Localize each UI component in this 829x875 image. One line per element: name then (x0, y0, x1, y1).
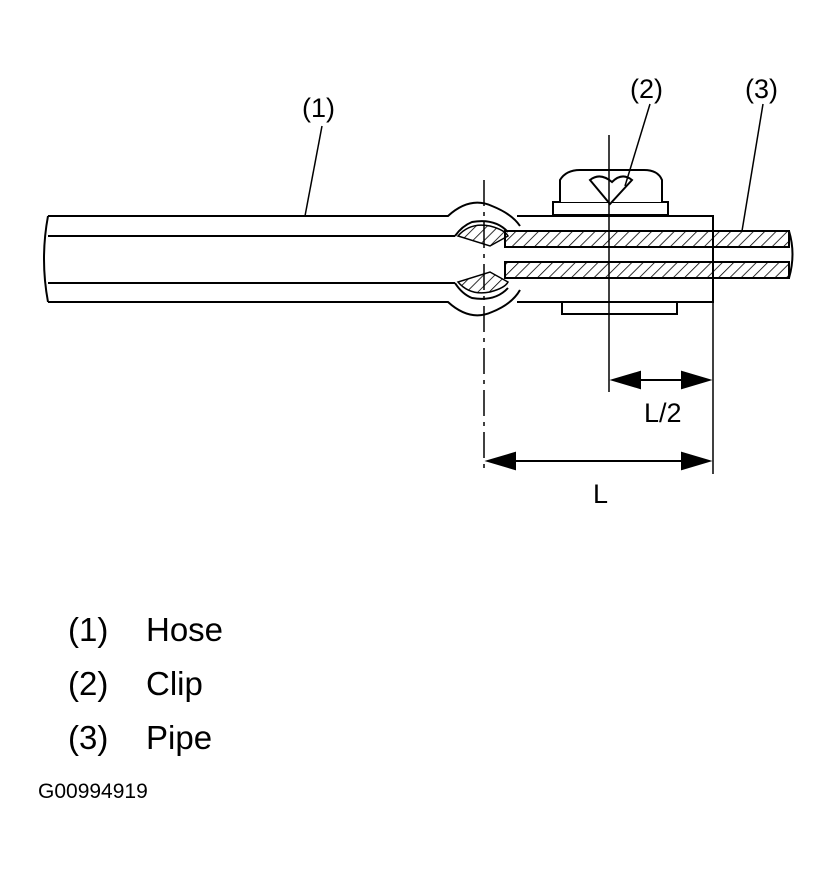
callout-pipe: (3) (745, 74, 778, 104)
hose (43, 201, 521, 317)
pipe (504, 230, 794, 279)
hose-leader-line (304, 125, 323, 217)
legend-label: Clip (146, 665, 203, 702)
callout-hose: (1) (302, 93, 335, 123)
legend-number: (3) (68, 719, 109, 756)
figure-code: G00994919 (38, 780, 148, 803)
dimension-length (484, 451, 713, 471)
clip-leader-line (624, 103, 651, 187)
legend-number: (1) (68, 611, 109, 648)
legend-item-pipe: (3) Pipe (68, 711, 223, 765)
legend: (1) Hose (2) Clip (3) Pipe (68, 603, 223, 765)
dimension-length-label: L (593, 479, 608, 509)
hose-clip-diagram: (1) (2) (3) L/2 L (43, 74, 794, 509)
legend-item-hose: (1) Hose (68, 603, 223, 657)
callout-clip: (2) (630, 74, 663, 104)
legend-number: (2) (68, 665, 109, 702)
dimension-half-length-label: L/2 (644, 398, 682, 428)
dimension-half-length (609, 370, 713, 390)
legend-label: Pipe (146, 719, 213, 756)
hose-bead-section-upper (456, 224, 509, 247)
clip (517, 169, 714, 315)
pipe-leader-line (741, 103, 764, 232)
legend-label: Hose (146, 611, 224, 648)
hose-bead-section-lower (456, 271, 509, 294)
legend-item-clip: (2) Clip (68, 657, 223, 711)
